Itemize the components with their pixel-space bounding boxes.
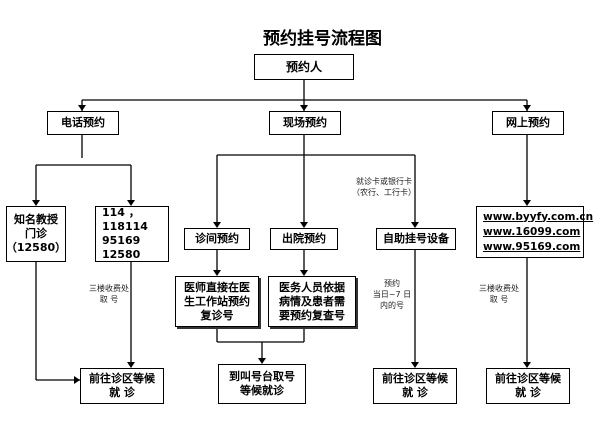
website-link-1[interactable]: www.byyfy.com.cn — [483, 210, 594, 223]
phone-numbers-node: 114 ，118114 95169 12580 — [95, 206, 169, 262]
expert-clinic-node: 知名教授 门诊 （12580） — [6, 206, 66, 262]
phone-number-3: 12580 — [102, 248, 141, 261]
payment-note-left-line-1: 三楼收费处 — [89, 284, 129, 293]
self-note-line-3: 内的号 — [380, 301, 404, 310]
expert-line-3: （12580） — [5, 241, 67, 254]
self-service-node: 自助挂号设备 — [376, 228, 456, 250]
dest-call-desk: 到叫号台取号 等候就诊 — [218, 364, 306, 404]
card-note-line-1: 就诊卡或银行卡 — [356, 177, 412, 186]
website-list-node: www.byyfy.com.cn www.16099.com www.95169… — [476, 206, 593, 258]
self-service-note: 预约 当日~7 日 内的号 — [372, 278, 412, 311]
clinic-detail-line-2: 生工作站预约 — [184, 294, 250, 308]
expert-line-2: 门诊 — [25, 227, 47, 240]
card-note: 就诊卡或银行卡 （农行、工行卡） — [338, 176, 430, 198]
phone-booking-node: 电话预约 — [47, 111, 119, 135]
discharge-booking-node: 出院预约 — [270, 228, 338, 250]
root-node: 预约人 — [254, 54, 354, 80]
discharge-detail-node: 医务人员依据 病情及患者需 要预约复查号 — [268, 276, 356, 327]
dest-waiting-phone: 前往诊区等候 就 诊 — [80, 368, 164, 404]
onsite-booking-node: 现场预约 — [269, 111, 341, 135]
dest-online-line-1: 前往诊区等候 — [495, 372, 561, 385]
payment-note-left-line-2: 取 号 — [99, 295, 119, 304]
dest-online-line-2: 就 诊 — [515, 386, 541, 399]
page-title: 预约挂号流程图 — [263, 29, 382, 49]
clinic-detail-node: 医师直接在医 生工作站预约 复诊号 — [175, 276, 259, 327]
payment-window-note-left: 三楼收费处 取 号 — [80, 283, 138, 305]
clinic-detail-line-3: 复诊号 — [200, 308, 234, 322]
online-booking-node: 网上预约 — [492, 111, 564, 135]
dest-waiting-online: 前往诊区等候 就 诊 — [486, 368, 570, 404]
website-link-3[interactable]: www.95169.com — [483, 240, 581, 253]
dest-waiting-self: 前往诊区等候 就 诊 — [373, 368, 457, 404]
phone-number-1: 114 ，118114 — [102, 206, 148, 233]
self-note-line-1: 预约 — [384, 279, 400, 288]
dest-call-line-2: 等候就诊 — [240, 384, 284, 397]
dest-call-line-1: 到叫号台取号 — [229, 370, 295, 383]
expert-line-1: 知名教授 — [14, 213, 58, 226]
self-note-line-2: 当日~7 日 — [372, 290, 412, 299]
phone-number-2: 95169 — [102, 234, 141, 247]
clinic-booking-node: 诊间预约 — [184, 228, 250, 250]
discharge-detail-line-1: 医务人员依据 — [279, 280, 345, 294]
payment-note-right-line-1: 三楼收费处 — [479, 284, 519, 293]
discharge-detail-line-2: 病情及患者需 — [279, 294, 345, 308]
dest-phone-line-1: 前往诊区等候 — [89, 372, 155, 385]
clinic-detail-line-1: 医师直接在医 — [184, 280, 250, 294]
dest-phone-line-2: 就 诊 — [109, 386, 135, 399]
payment-window-note-right: 三楼收费处 取 号 — [470, 283, 528, 305]
payment-note-right-line-2: 取 号 — [489, 295, 509, 304]
discharge-detail-line-3: 要预约复查号 — [279, 308, 345, 322]
card-note-line-2: （农行、工行卡） — [352, 188, 416, 197]
dest-self-line-1: 前往诊区等候 — [382, 372, 448, 385]
website-link-2[interactable]: www.16099.com — [483, 225, 581, 238]
dest-self-line-2: 就 诊 — [402, 386, 428, 399]
